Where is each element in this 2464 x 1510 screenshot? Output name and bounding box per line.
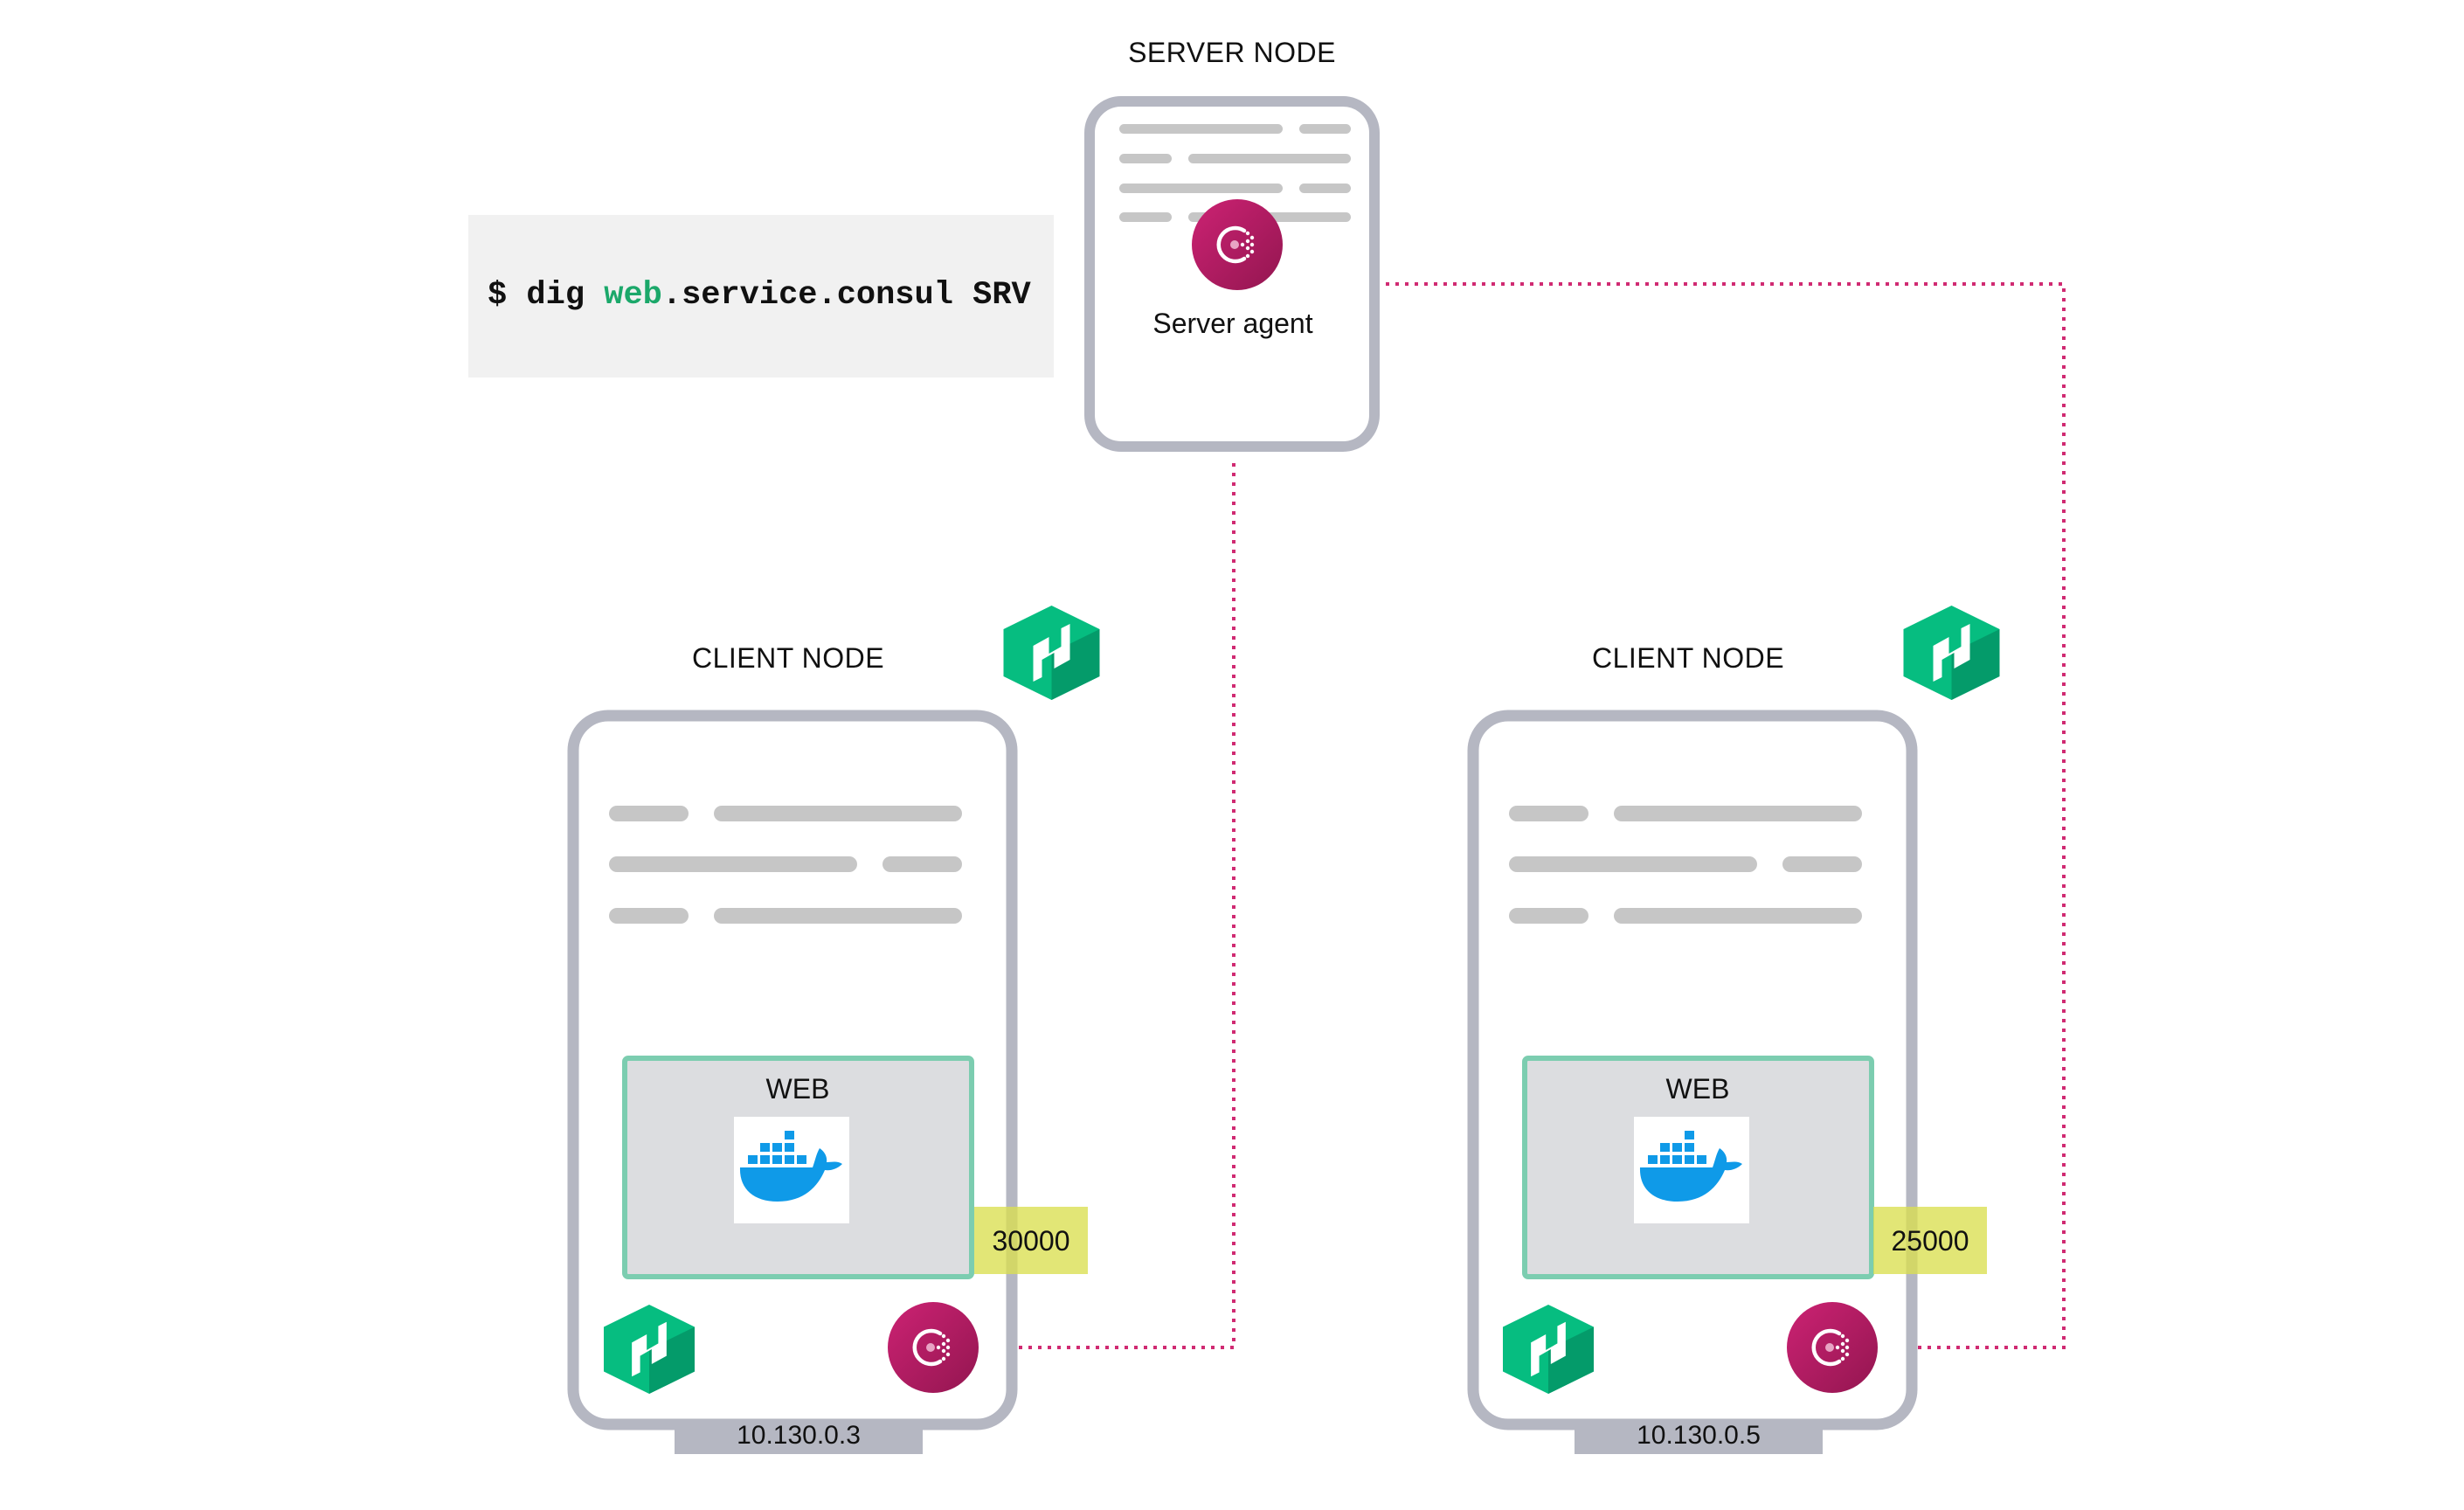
consul-icon (1192, 199, 1283, 290)
command-prompt: $ dig (488, 277, 605, 314)
ip-address-label: 10.130.0.3 (675, 1423, 923, 1454)
client-node-title: CLIENT NODE (1591, 642, 1785, 674)
command-text: $ dig web.service.consul SRV (488, 276, 1031, 315)
command-query: .service.consul SRV (661, 277, 1031, 314)
server-node-title: SERVER NODE (1128, 37, 1336, 68)
consul-icon (888, 1302, 979, 1393)
client-node-title: CLIENT NODE (691, 642, 885, 674)
ip-address-label: 10.130.0.5 (1575, 1423, 1823, 1454)
consul-icon (1787, 1302, 1878, 1393)
connection-client1-to-server (980, 458, 1235, 1349)
port-badge: 30000 (974, 1207, 1088, 1274)
server-node (1084, 96, 1380, 452)
docker-icon (1634, 1117, 1749, 1223)
server-agent-label: Server agent (1152, 308, 1313, 339)
server-node-placeholder-lines (1119, 124, 1351, 222)
service-label: WEB (765, 1073, 830, 1105)
client-node-1 (567, 710, 1018, 1430)
client-node-placeholder-lines (609, 806, 962, 924)
client-node-2 (1467, 710, 1918, 1430)
command-box: $ dig web.service.consul SRV (468, 215, 1054, 378)
nomad-icon (1903, 606, 2000, 700)
nomad-icon (1003, 606, 1100, 700)
docker-icon (734, 1117, 849, 1223)
command-service-name: web (604, 277, 662, 314)
service-label: WEB (1665, 1073, 1730, 1105)
client-node-placeholder-lines (1509, 806, 1862, 924)
port-badge: 25000 (1873, 1207, 1987, 1274)
connection-client2-to-server (1386, 282, 2066, 1349)
